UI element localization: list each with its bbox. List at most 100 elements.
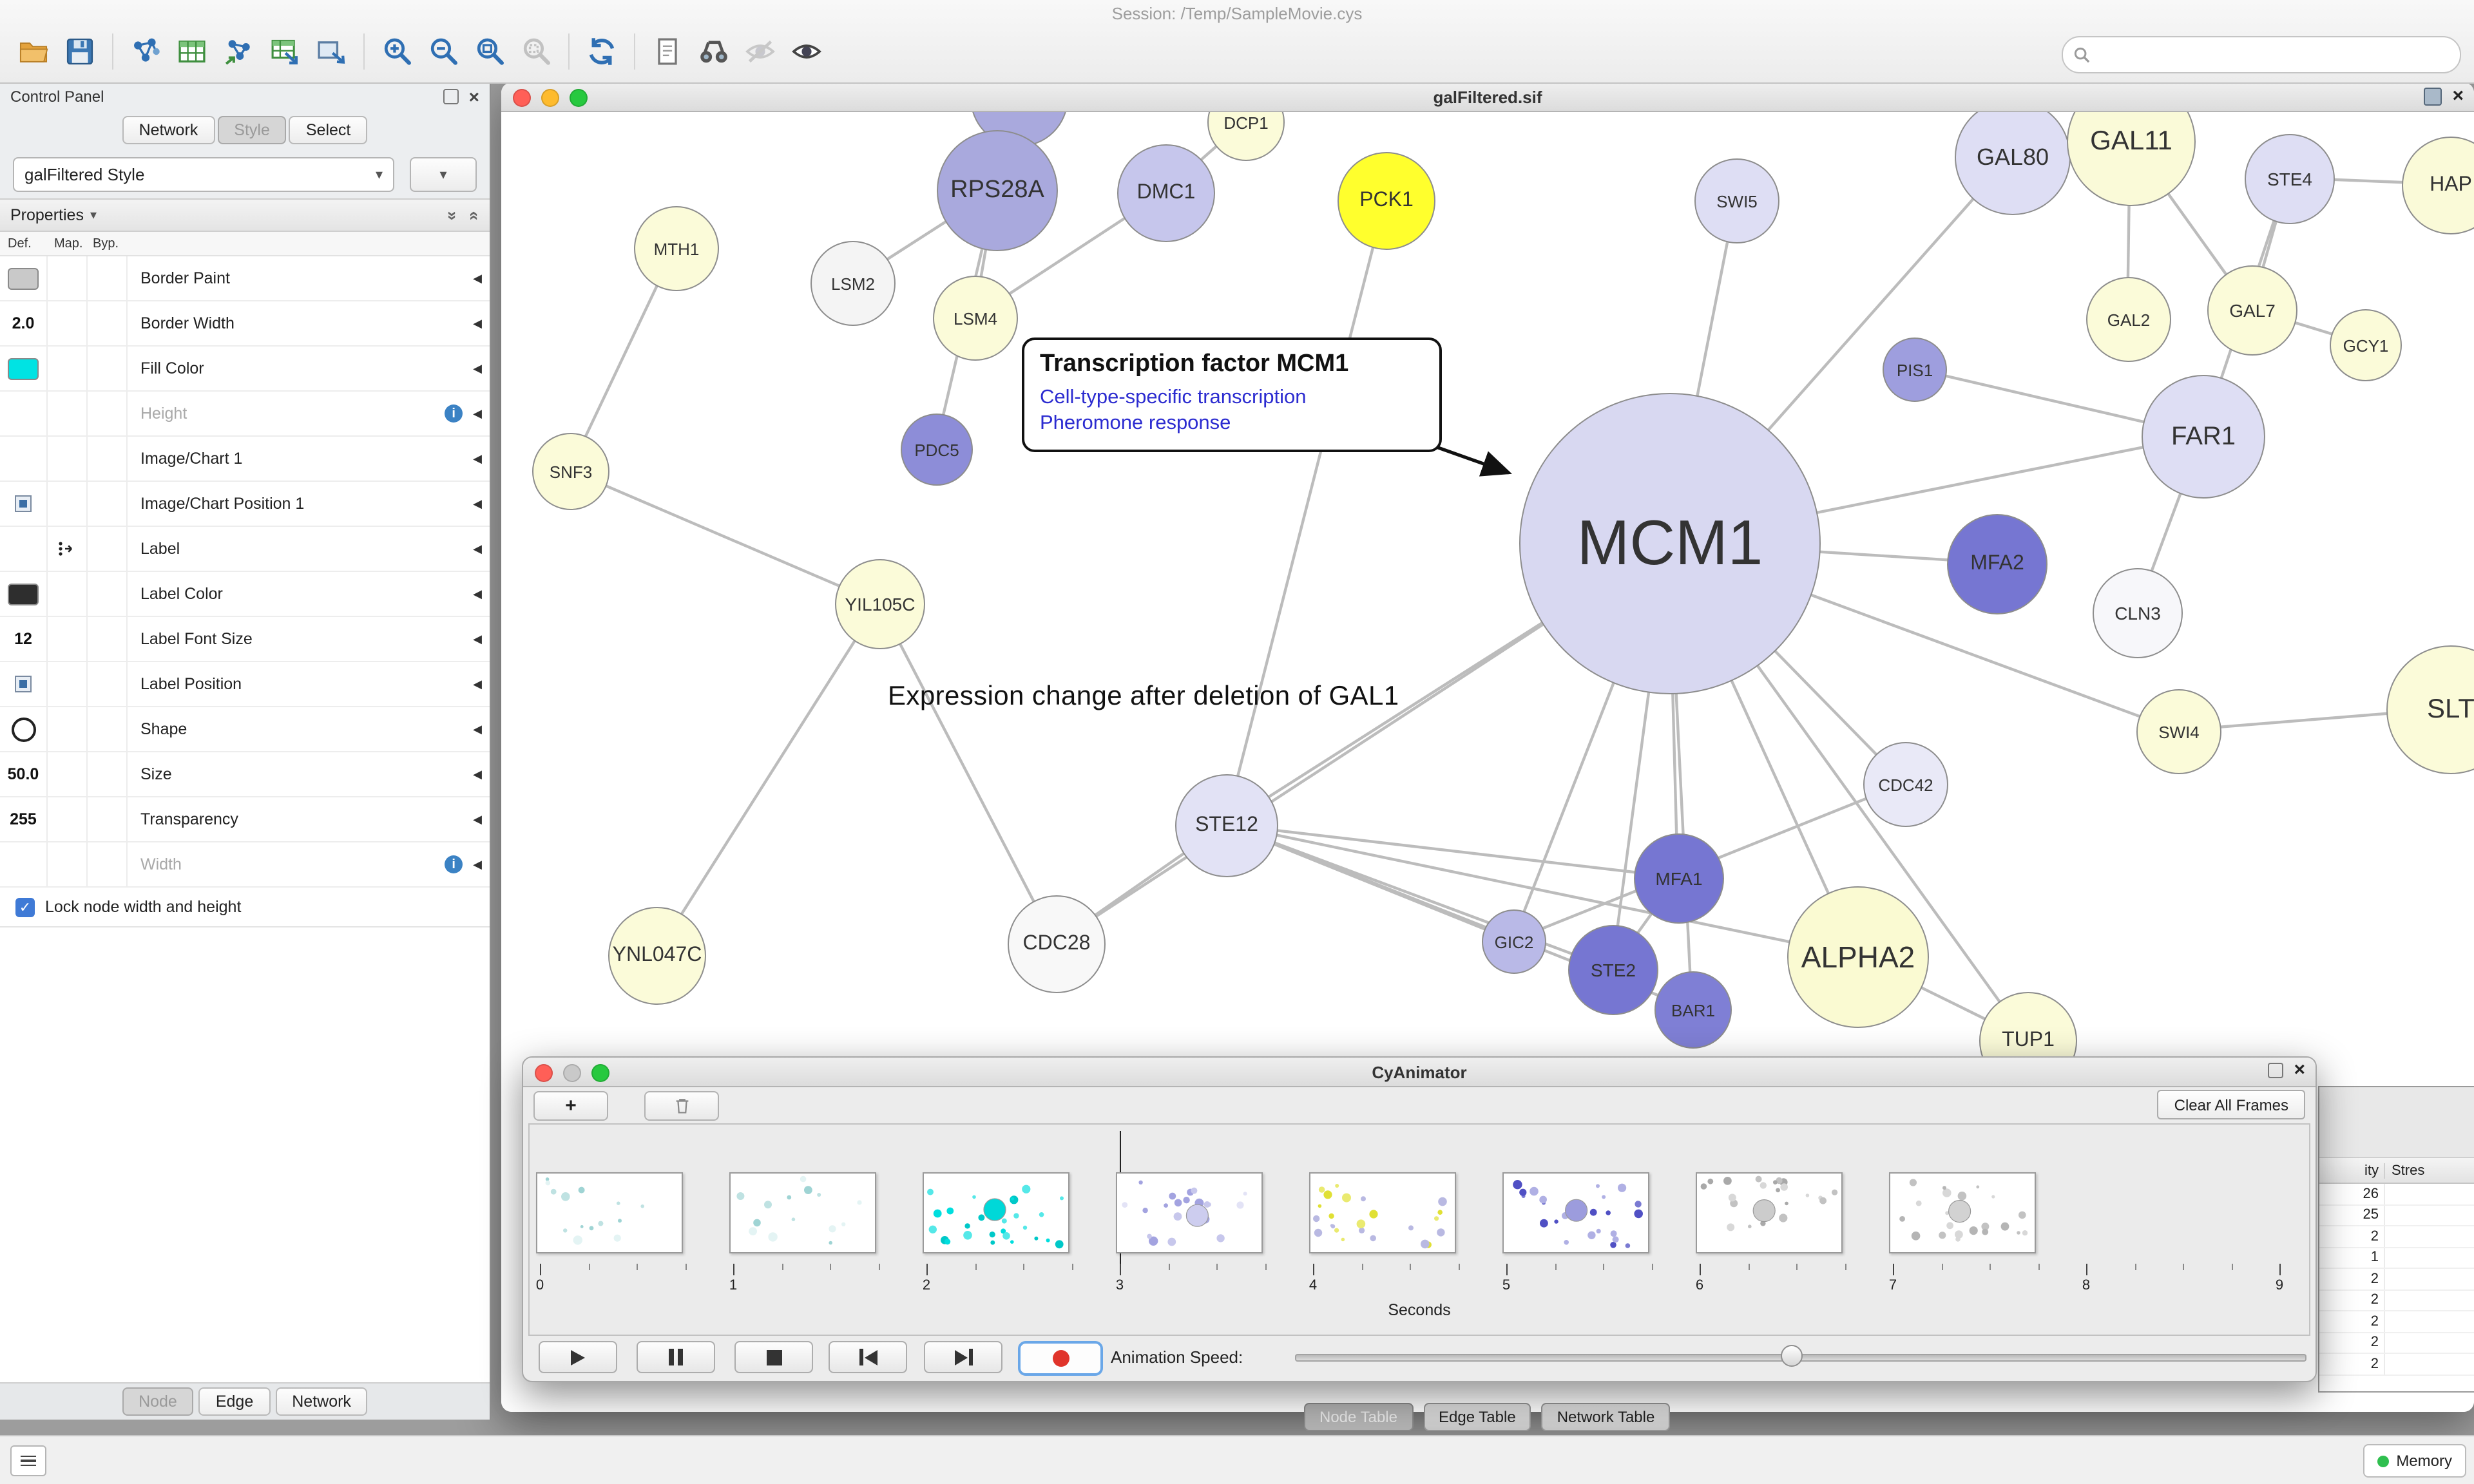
network-node[interactable]: CDC28: [1008, 895, 1106, 993]
default-value-cell[interactable]: [0, 256, 48, 300]
network-node[interactable]: SWI4: [2136, 689, 2221, 774]
bypass-cell[interactable]: [88, 347, 128, 390]
table-row[interactable]: 2: [2319, 1290, 2474, 1311]
current-style-dropdown[interactable]: galFiltered Style ▾: [13, 157, 394, 191]
network-node[interactable]: DMC1: [1117, 144, 1215, 242]
mapping-cell[interactable]: [48, 842, 88, 886]
network-node[interactable]: ALPHA2: [1787, 886, 1929, 1028]
network-node[interactable]: CDC42: [1863, 742, 1948, 827]
default-value-cell[interactable]: [0, 572, 48, 616]
info-icon[interactable]: i: [445, 855, 463, 873]
network-node[interactable]: GAL2: [2086, 277, 2171, 362]
search-input[interactable]: [2098, 44, 2450, 65]
network-node[interactable]: MFA2: [1947, 514, 2047, 614]
expand-row-icon[interactable]: ◀: [473, 452, 482, 464]
frame-thumbnail[interactable]: [729, 1172, 876, 1253]
close-view-icon[interactable]: ×: [2452, 85, 2464, 107]
annotation-link[interactable]: Pheromone response: [1040, 412, 1231, 435]
minimize-window-icon[interactable]: [541, 89, 559, 107]
info-icon[interactable]: i: [445, 404, 463, 423]
bottom-tab-edge[interactable]: Edge: [198, 1387, 271, 1416]
mapping-cell[interactable]: [48, 707, 88, 751]
table-column-header[interactable]: ity: [2364, 1163, 2379, 1178]
default-value-cell[interactable]: [0, 392, 48, 435]
expand-row-icon[interactable]: ◀: [473, 542, 482, 555]
property-row[interactable]: Label◀: [0, 527, 490, 572]
default-value-cell[interactable]: [0, 662, 48, 706]
expand-row-icon[interactable]: ◀: [473, 497, 482, 509]
network-node[interactable]: GIC2: [1482, 909, 1546, 974]
maximize-window-icon[interactable]: [570, 89, 588, 107]
expand-all-icon[interactable]: »: [443, 210, 463, 220]
frame-thumbnail[interactable]: [923, 1172, 1069, 1253]
mapping-cell[interactable]: [48, 347, 88, 390]
network-node[interactable]: RPS28A: [937, 130, 1058, 251]
tab-select[interactable]: Select: [289, 116, 368, 144]
network-node[interactable]: STE12: [1175, 774, 1278, 877]
property-row[interactable]: Label Position◀: [0, 662, 490, 707]
tab-network[interactable]: Network: [122, 116, 215, 144]
show-panel-list-icon[interactable]: [10, 1445, 46, 1476]
frame-thumbnail[interactable]: [1696, 1172, 1843, 1253]
import-table-button[interactable]: [169, 28, 215, 75]
network-node[interactable]: SNF3: [532, 433, 609, 510]
network-node[interactable]: LSM2: [810, 241, 896, 326]
default-value-cell[interactable]: [0, 482, 48, 526]
network-node[interactable]: LSM4: [933, 276, 1018, 361]
table-row[interactable]: 2: [2319, 1269, 2474, 1290]
clear-all-frames-button[interactable]: Clear All Frames: [2157, 1090, 2305, 1119]
network-node[interactable]: MCM1: [1519, 393, 1821, 694]
zoom-out-button[interactable]: [420, 28, 466, 75]
bypass-cell[interactable]: [88, 842, 128, 886]
expand-row-icon[interactable]: ◀: [473, 812, 482, 825]
network-node[interactable]: PCK1: [1338, 152, 1435, 250]
skip-start-button[interactable]: [829, 1341, 907, 1373]
bypass-cell[interactable]: [88, 482, 128, 526]
close-window-icon[interactable]: [513, 89, 531, 107]
default-value-cell[interactable]: [0, 707, 48, 751]
refresh-view-button[interactable]: [579, 28, 625, 75]
frame-thumbnail[interactable]: [1116, 1172, 1263, 1253]
export-network-button[interactable]: [215, 28, 262, 75]
expand-row-icon[interactable]: ◀: [473, 316, 482, 329]
network-node[interactable]: PIS1: [1883, 338, 1947, 402]
property-row[interactable]: Border Paint◀: [0, 256, 490, 301]
save-session-button[interactable]: [57, 28, 103, 75]
frame-thumbnail[interactable]: [1889, 1172, 2036, 1253]
property-row[interactable]: Image/Chart Position 1◀: [0, 482, 490, 527]
close-panel-icon[interactable]: ×: [468, 86, 479, 107]
collapse-all-icon[interactable]: «: [465, 210, 484, 220]
network-node[interactable]: YIL105C: [835, 559, 925, 649]
open-session-button[interactable]: [10, 28, 57, 75]
frame-thumbnail[interactable]: [536, 1172, 683, 1253]
mapping-cell[interactable]: [48, 572, 88, 616]
mapping-cell[interactable]: [48, 617, 88, 661]
bypass-cell[interactable]: [88, 437, 128, 480]
show-all-button[interactable]: [783, 28, 830, 75]
export-table-button[interactable]: [262, 28, 308, 75]
frame-thumbnail[interactable]: [1309, 1172, 1456, 1253]
table-row[interactable]: 2: [2319, 1226, 2474, 1248]
network-node[interactable]: YNL047C: [608, 907, 706, 1005]
float-panel-icon[interactable]: [443, 89, 459, 104]
property-row[interactable]: Image/Chart 1◀: [0, 437, 490, 482]
zoom-fit-button[interactable]: [466, 28, 513, 75]
frame-thumbnail[interactable]: [1502, 1172, 1649, 1253]
network-node[interactable]: SWI5: [1694, 158, 1779, 243]
mapping-cell[interactable]: [48, 437, 88, 480]
close-view-icon[interactable]: ×: [2294, 1059, 2305, 1081]
search-field[interactable]: [2062, 36, 2461, 73]
tab-edge-table[interactable]: Edge Table: [1423, 1403, 1531, 1431]
bypass-cell[interactable]: [88, 392, 128, 435]
delete-frame-button[interactable]: [644, 1091, 719, 1121]
bypass-cell[interactable]: [88, 662, 128, 706]
play-button[interactable]: [539, 1341, 617, 1373]
annotation-button[interactable]: [644, 28, 691, 75]
network-node[interactable]: HAP: [2402, 137, 2474, 234]
